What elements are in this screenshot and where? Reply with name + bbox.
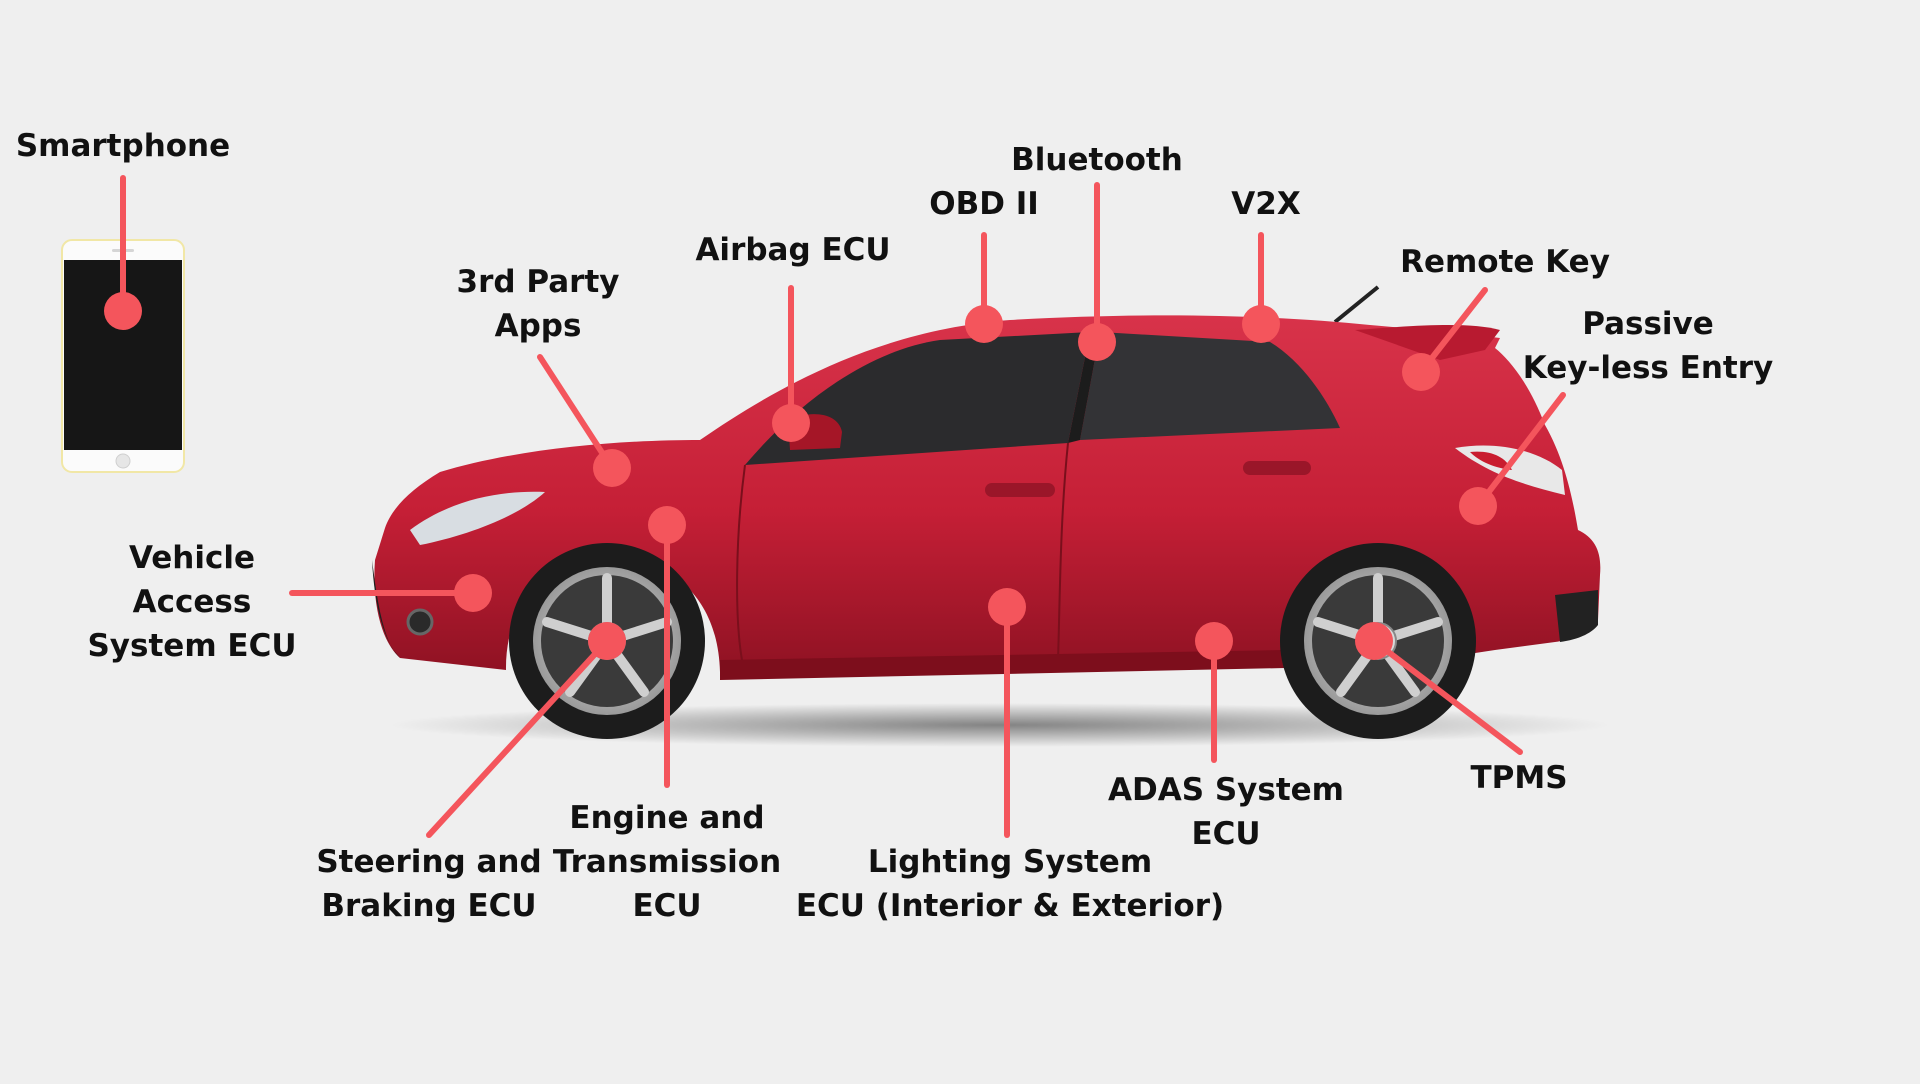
- remote-key-marker: [1402, 353, 1440, 391]
- tpms-label-line: TPMS: [1470, 756, 1567, 800]
- vehicle-access-ecu-label-line: System ECU: [87, 624, 296, 668]
- passive-keyless-entry-label: Passive Key-less Entry: [1523, 302, 1773, 390]
- steering-braking-ecu-label-line: Steering and: [316, 840, 541, 884]
- engine-transmission-ecu-label: Engine and Transmission ECU: [553, 796, 781, 928]
- tpms-marker: [1355, 622, 1393, 660]
- third-party-apps-label-line: 3rd Party: [457, 260, 620, 304]
- passive-keyless-entry-label-line: Passive: [1523, 302, 1773, 346]
- obd-ii-marker: [965, 305, 1003, 343]
- engine-transmission-ecu-label-line: ECU: [553, 884, 781, 928]
- adas-system-ecu-label-line: ECU: [1108, 812, 1344, 856]
- steering-braking-ecu-label: Steering and Braking ECU: [316, 840, 541, 928]
- passive-keyless-entry-marker: [1459, 487, 1497, 525]
- steering-braking-ecu-label-line: Braking ECU: [316, 884, 541, 928]
- adas-system-ecu-label: ADAS System ECU: [1108, 768, 1344, 856]
- lighting-system-ecu-label-line: ECU (Interior & Exterior): [796, 884, 1224, 928]
- steering-braking-ecu-marker: [588, 622, 626, 660]
- third-party-apps-marker: [593, 449, 631, 487]
- v2x-label-line: V2X: [1231, 182, 1300, 226]
- vehicle-access-ecu-label-line: Access: [87, 580, 296, 624]
- passive-keyless-entry-label-line: Key-less Entry: [1523, 346, 1773, 390]
- adas-system-ecu-label-line: ADAS System: [1108, 768, 1344, 812]
- third-party-apps-label-line: Apps: [457, 304, 620, 348]
- tpms-label: TPMS: [1470, 756, 1567, 800]
- remote-key-label: Remote Key: [1400, 240, 1610, 284]
- bluetooth-label-line: Bluetooth: [1011, 138, 1183, 182]
- smartphone-label-line: Smartphone: [16, 124, 230, 168]
- engine-transmission-ecu-marker: [648, 506, 686, 544]
- vehicle-access-ecu-label: Vehicle Access System ECU: [87, 536, 296, 668]
- vehicle-access-ecu-marker: [454, 574, 492, 612]
- engine-transmission-ecu-label-line: Engine and: [553, 796, 781, 840]
- smartphone-label: Smartphone: [16, 124, 230, 168]
- vehicle-access-ecu-label-line: Vehicle: [87, 536, 296, 580]
- airbag-ecu-label-line: Airbag ECU: [695, 228, 890, 272]
- adas-system-ecu-marker: [1195, 622, 1233, 660]
- obd-ii-label-line: OBD II: [929, 182, 1039, 226]
- remote-key-label-line: Remote Key: [1400, 240, 1610, 284]
- airbag-ecu-label: Airbag ECU: [695, 228, 890, 272]
- v2x-label: V2X: [1231, 182, 1300, 226]
- smartphone-marker: [104, 292, 142, 330]
- airbag-ecu-marker: [772, 404, 810, 442]
- v2x-marker: [1242, 305, 1280, 343]
- engine-transmission-ecu-label-line: Transmission: [553, 840, 781, 884]
- bluetooth-marker: [1078, 323, 1116, 361]
- lighting-system-ecu-marker: [988, 588, 1026, 626]
- third-party-apps-label: 3rd Party Apps: [457, 260, 620, 348]
- bluetooth-label: Bluetooth: [1011, 138, 1183, 182]
- obd-ii-label: OBD II: [929, 182, 1039, 226]
